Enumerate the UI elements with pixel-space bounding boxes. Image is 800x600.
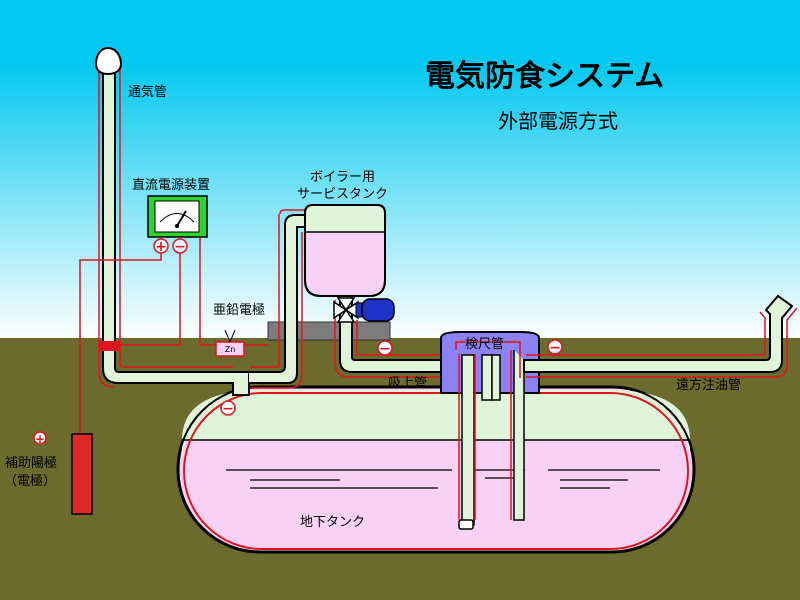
svg-text:−: −: [549, 340, 561, 356]
valve-icon: [333, 297, 359, 323]
pump-motor-icon: [355, 298, 395, 322]
gauge-chamber: [440, 331, 540, 530]
svg-text:−: −: [222, 401, 234, 417]
zinc-electrode: Zn: [215, 329, 245, 357]
aux-anode-plus-sign: +: [33, 431, 47, 446]
zinc-symbol: Zn: [225, 345, 236, 354]
svg-text:−: −: [379, 341, 391, 357]
service-tank-label-line1: ボイラー用: [310, 170, 375, 185]
underground-tank: [176, 385, 696, 554]
minus-sign-fill: −: [547, 339, 563, 356]
aux-anode-label-line2: （電極）: [4, 473, 56, 489]
dc-power-unit-label: 直流電源装置: [132, 178, 210, 193]
remote-fill-pipe: [523, 294, 798, 378]
svg-text:+: +: [155, 239, 167, 255]
minus-terminal: −: [172, 238, 188, 255]
underground-tank-label: 地下タンク: [300, 515, 365, 530]
vent-pipe-label: 通気管: [128, 84, 167, 100]
svg-text:+: +: [35, 432, 45, 446]
wiring: [79, 238, 268, 440]
concrete-slab: [267, 321, 391, 341]
minus-sign-outlet: −: [377, 340, 393, 357]
page-subtitle: 外部電源方式: [498, 109, 618, 133]
aux-anode-label-line1: 補助陽極: [5, 455, 57, 471]
minus-sign-tank: −: [220, 400, 236, 417]
suction-pipe-label: 吸上管: [388, 376, 427, 391]
remote-fill-pipe-label: 遠方注油管: [676, 377, 741, 393]
auxiliary-anode: [71, 433, 93, 515]
dc-power-unit: [147, 195, 208, 238]
plus-terminal: +: [153, 238, 169, 255]
service-tank-label-line2: サービスタンク: [297, 187, 388, 202]
gauge-pipe-label: 検尺管: [465, 337, 504, 352]
svg-text:−: −: [174, 239, 186, 255]
vent-pipe-connection-block: [98, 341, 120, 351]
service-tank-feed-pipe: [248, 209, 306, 395]
zinc-electrode-label: 亜鉛電極: [213, 302, 265, 318]
page-title: 電気防食システム: [425, 59, 664, 94]
sky: [0, 0, 800, 340]
